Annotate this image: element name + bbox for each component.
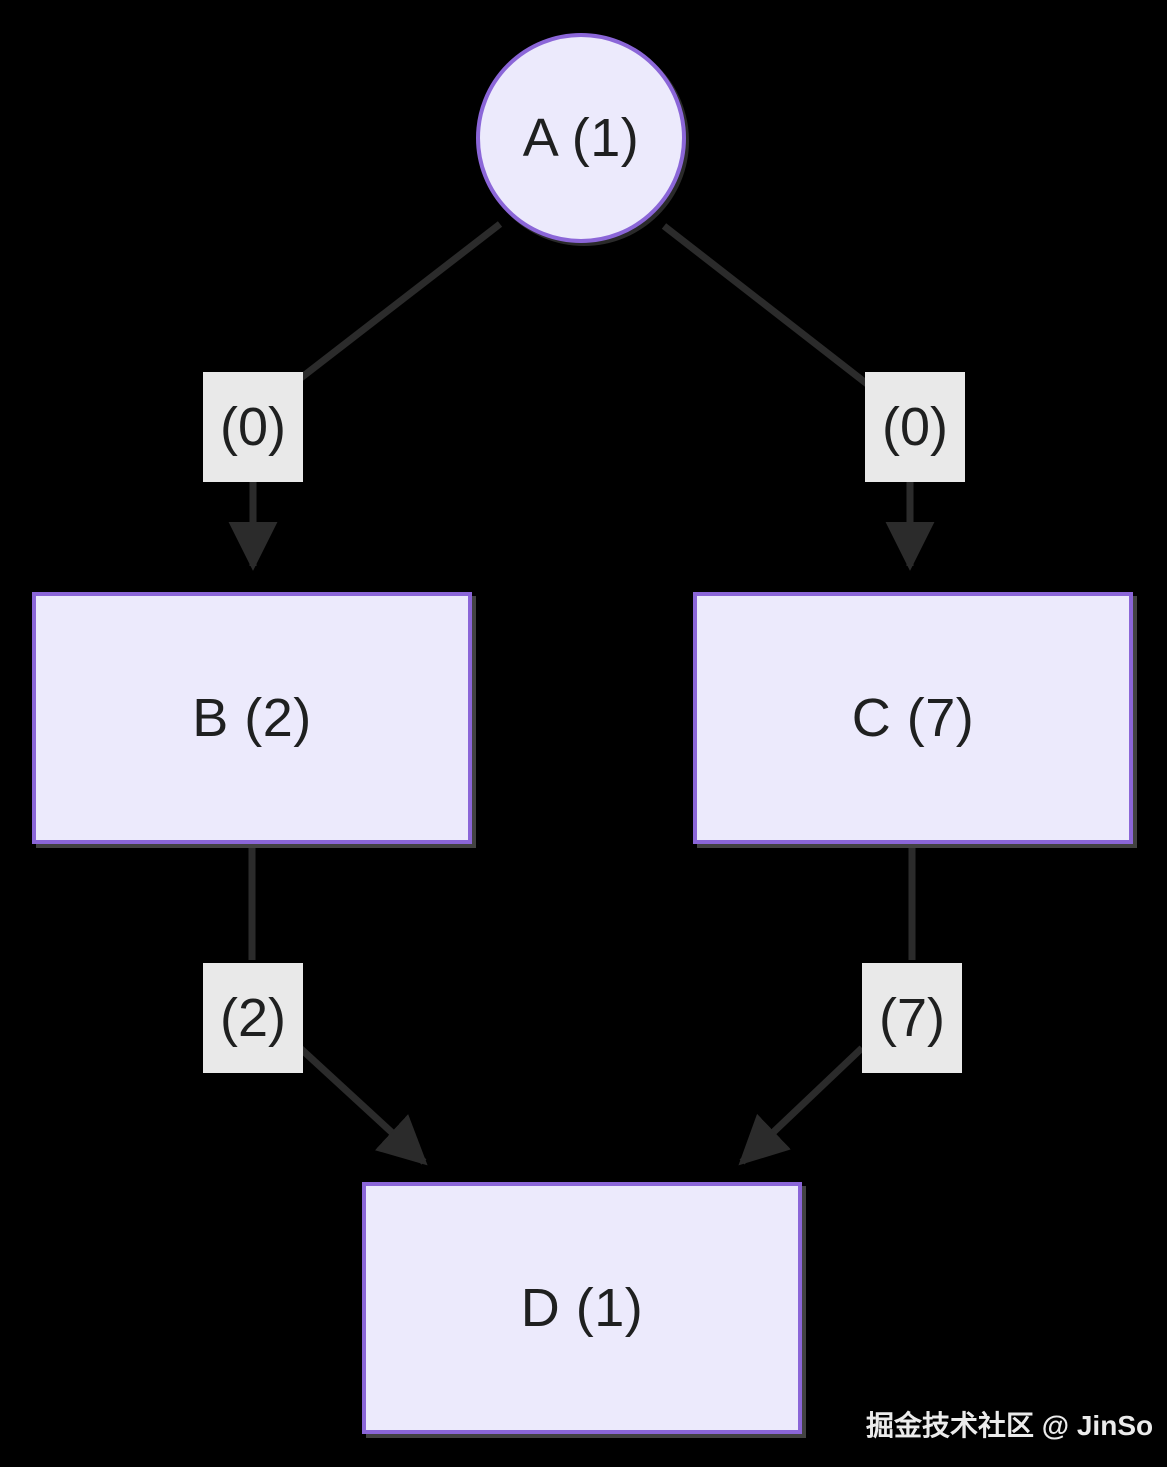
node-a[interactable]: A (1) bbox=[476, 33, 686, 243]
edge-label-a-to-b-text: (0) bbox=[220, 397, 286, 457]
node-d[interactable]: D (1) bbox=[362, 1182, 802, 1434]
node-b[interactable]: B (2) bbox=[32, 592, 472, 844]
edge-label-c-to-d-text: (7) bbox=[879, 988, 945, 1048]
node-b-label: B (2) bbox=[192, 688, 312, 748]
edge-b-to-d bbox=[248, 848, 428, 1166]
edge-c-to-d bbox=[738, 848, 916, 1166]
edge-label-a-to-c: (0) bbox=[865, 372, 965, 482]
edge-label-c-to-d: (7) bbox=[862, 963, 962, 1073]
edge-label-a-to-c-text: (0) bbox=[882, 397, 948, 457]
edge-label-b-to-d: (2) bbox=[203, 963, 303, 1073]
node-c-label: C (7) bbox=[851, 688, 975, 748]
node-c[interactable]: C (7) bbox=[693, 592, 1133, 844]
edge-label-a-to-b: (0) bbox=[203, 372, 303, 482]
edge-label-b-to-d-text: (2) bbox=[220, 988, 286, 1048]
watermark: 掘金技术社区 @ JinSo bbox=[866, 1410, 1154, 1441]
node-a-label: A (1) bbox=[522, 108, 640, 168]
edge-a-to-c bbox=[661, 223, 935, 571]
node-d-label: D (1) bbox=[520, 1278, 644, 1338]
